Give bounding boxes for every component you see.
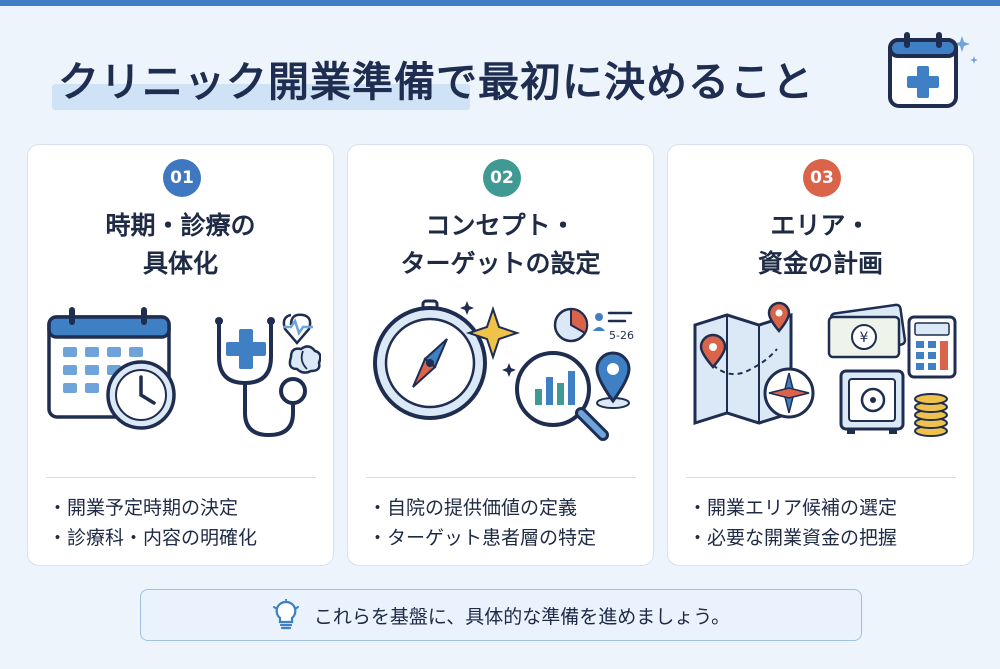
header: クリニック開業準備で最初に決めること [52, 40, 882, 120]
card-area-funds: 03 エリア・ 資金の計画 ¥ [667, 144, 974, 566]
card-illustration: 5-26 [373, 299, 634, 441]
list-item: 開業予定時期の決定 [48, 493, 323, 523]
step-badge-03: 03 [803, 159, 841, 197]
footer-text: これらを基盤に、具体的な準備を進めましょう。 [313, 605, 731, 628]
list-item: ターゲット患者層の特定 [368, 523, 643, 553]
lightbulb-icon [272, 599, 299, 630]
heartbeat-icon [282, 313, 313, 345]
list-item: 自院の提供価値の定義 [368, 493, 643, 523]
card-title: エリア・ 資金の計画 [757, 211, 883, 278]
magnifier-chart-icon [515, 351, 609, 441]
card-timing: 01 時期・診療の 具体化 [27, 144, 334, 566]
divider [686, 477, 956, 478]
coins-icon [914, 393, 948, 437]
calendar-clock-icon [47, 307, 176, 430]
step-badge-01: 01 [163, 159, 201, 197]
top-accent-bar [0, 0, 1000, 6]
bullet-list: 開業エリア候補の選定 必要な開業資金の把握 [688, 493, 963, 553]
footer-note: これらを基盤に、具体的な準備を進めましょう。 [140, 589, 862, 641]
list-item: 診療科・内容の明確化 [48, 523, 323, 553]
divider [46, 477, 316, 478]
stethoscope-icon [215, 317, 307, 438]
list-item: 必要な開業資金の把握 [688, 523, 963, 553]
pie-chart-icon: 5-26 [553, 307, 634, 343]
calculator-icon [907, 315, 957, 379]
sparkle-icon [460, 301, 521, 377]
title-highlight [52, 84, 470, 110]
svg-text:¥: ¥ [860, 330, 869, 346]
location-pin-icon [595, 351, 631, 409]
bullet-list: 自院の提供価値の定義 ターゲット患者層の特定 [368, 493, 643, 553]
card-illustration: ¥ [693, 301, 957, 437]
card-title: コンセプト・ ターゲットの設定 [400, 211, 601, 278]
brain-icon [288, 345, 321, 374]
compass-icon [373, 299, 487, 420]
card-illustration [47, 307, 321, 438]
card-title: 時期・診療の 具体化 [105, 211, 256, 278]
card-concept: 02 コンセプト・ ターゲットの設定 5-26 [347, 144, 654, 566]
list-item: 開業エリア候補の選定 [688, 493, 963, 523]
bullet-list: 開業予定時期の決定 診療科・内容の明確化 [48, 493, 323, 553]
step-badge-02: 02 [483, 159, 521, 197]
page-title: クリニック開業準備で最初に決めること [58, 58, 814, 106]
map-icon [693, 301, 815, 426]
calendar-plus-icon [888, 32, 978, 108]
chart-label: 5-26 [609, 329, 634, 342]
banknotes-icon: ¥ [827, 303, 907, 359]
divider [366, 477, 636, 478]
safe-icon [839, 369, 905, 434]
